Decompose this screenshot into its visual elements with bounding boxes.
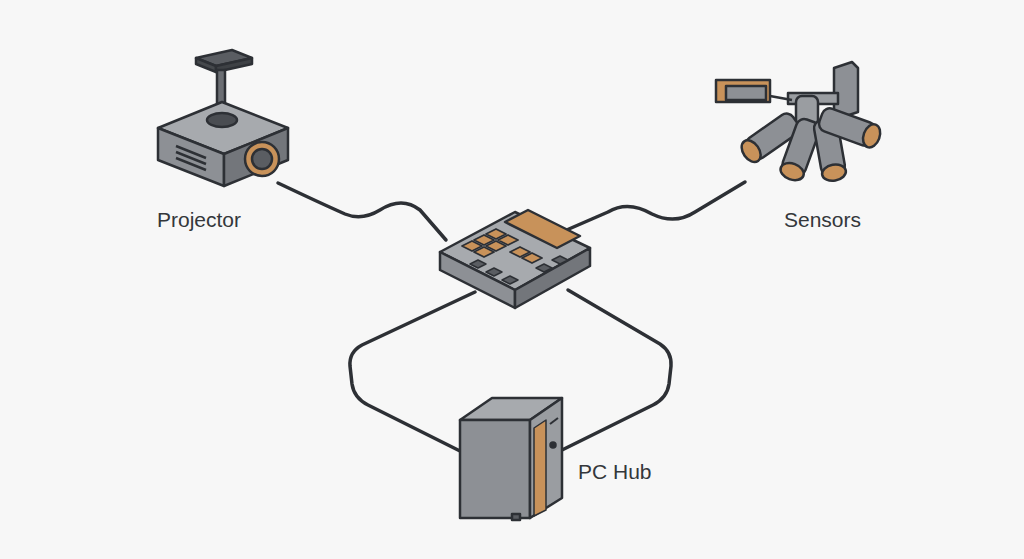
ceiling-plate (196, 58, 216, 72)
device-label: PC Hub (578, 459, 718, 485)
pc-cable (350, 292, 475, 452)
switch-screen (505, 210, 580, 248)
power-button (551, 443, 556, 448)
switch-side (515, 248, 590, 308)
small-camera (770, 96, 792, 100)
cables (278, 182, 745, 452)
drive-slot (550, 418, 558, 424)
switch-keys (470, 256, 568, 284)
projector-cable (278, 183, 446, 240)
device-label: Projector (157, 207, 297, 233)
device-label-node: Projector (157, 207, 297, 233)
switch-buttons (462, 229, 542, 263)
vent (176, 146, 206, 158)
vent (176, 152, 206, 164)
camera (817, 106, 883, 150)
tower-strip (534, 420, 546, 516)
pc-tower (460, 398, 562, 520)
projector-body (158, 128, 224, 186)
pc-cable (558, 290, 671, 452)
small-camera (726, 86, 766, 100)
tower-foot (512, 514, 520, 520)
projector-illustration (158, 50, 288, 186)
camera-lens (738, 137, 765, 166)
lens (252, 149, 272, 169)
key (536, 264, 552, 272)
sensor-cable (562, 182, 745, 232)
key (486, 268, 502, 276)
vent (176, 158, 206, 170)
key (502, 276, 518, 284)
camera-lens (821, 163, 847, 183)
tower-front (460, 420, 530, 518)
key (470, 260, 486, 268)
device-label-node: Sensors (784, 207, 924, 233)
control-switch (440, 210, 590, 308)
small-camera (716, 80, 770, 102)
mount-base (207, 113, 237, 127)
sensor-illustration (716, 62, 883, 183)
button (498, 235, 518, 245)
lens (245, 142, 279, 176)
device-label: Sensors (784, 207, 924, 233)
projector-body (224, 128, 288, 186)
tower-side (530, 398, 562, 518)
camera-lens (778, 160, 806, 183)
button (522, 253, 542, 263)
device-label-node: PC Hub (578, 459, 718, 485)
camera-lens (860, 122, 883, 150)
key (552, 256, 568, 264)
